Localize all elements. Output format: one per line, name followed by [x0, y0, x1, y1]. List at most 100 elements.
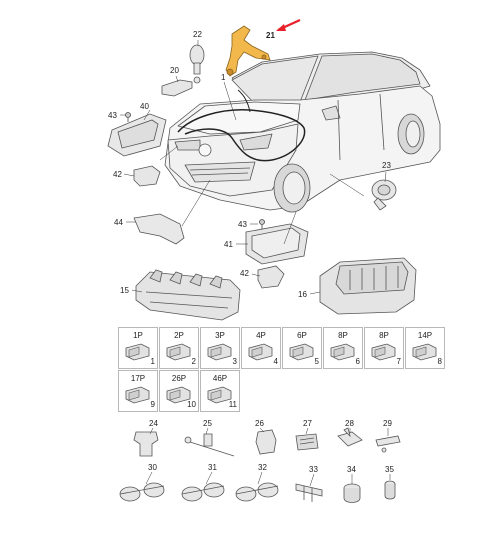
callout-labels: 1 22 21 20 40 43 42 44 43 41 42 23 15 16…	[108, 30, 394, 474]
connector-plug-icon	[207, 386, 232, 404]
callout-24: 24	[149, 419, 158, 428]
part-23-grommet	[371, 179, 397, 211]
connector-box: 26P 10	[159, 370, 199, 412]
part-28	[337, 427, 363, 447]
callout-22: 22	[193, 30, 202, 39]
connector-plug-icon	[289, 343, 314, 361]
part-30	[119, 482, 165, 502]
part-35	[384, 480, 396, 500]
callout-30: 30	[148, 463, 157, 472]
harness-loop	[177, 109, 306, 162]
connector-pin-count: 26P	[171, 374, 187, 383]
callout-33: 33	[309, 465, 318, 474]
connector-box: 2P 2	[159, 327, 199, 369]
connector-pin-count: 8P	[379, 331, 389, 340]
callout-29: 29	[383, 419, 392, 428]
connector-box: 1P 1	[118, 327, 158, 369]
connector-box: 6P 5	[282, 327, 322, 369]
connector-box: 46P 11	[200, 370, 240, 412]
callout-42-b: 42	[240, 269, 249, 278]
connector-item-number: 1	[150, 357, 155, 366]
part-22-sensor	[189, 44, 205, 84]
connector-item-number: 7	[396, 357, 401, 366]
part-31	[181, 482, 225, 502]
leader-lines	[120, 40, 391, 487]
connector-pin-count: 46P	[212, 374, 228, 383]
connector-box: 17P 9	[118, 370, 158, 412]
part-44-bracket	[133, 213, 185, 245]
callout-27: 27	[303, 419, 312, 428]
connector-pin-count: 3P	[215, 331, 225, 340]
part-27	[295, 433, 319, 451]
callout-43-a: 43	[108, 111, 117, 120]
connector-item-number: 3	[232, 357, 237, 366]
part-24	[133, 431, 159, 457]
connector-item-number: 4	[273, 357, 278, 366]
callout-28: 28	[345, 419, 354, 428]
part-26	[255, 429, 277, 455]
callout-44: 44	[114, 218, 123, 227]
connector-item-number: 2	[191, 357, 196, 366]
part-43-screw-b	[259, 219, 265, 229]
callout-32: 32	[258, 463, 267, 472]
connector-pin-count: 6P	[297, 331, 307, 340]
highlighted-part-21	[225, 25, 271, 77]
callout-43-b: 43	[238, 220, 247, 229]
connector-pin-count: 17P	[130, 374, 146, 383]
connector-box: 8P 7	[364, 327, 404, 369]
part-15-fuse-carrier	[135, 269, 241, 321]
part-42-clip-b	[257, 265, 285, 289]
callout-41: 41	[224, 240, 233, 249]
part-16-fuse-box	[319, 257, 417, 315]
part-32	[235, 482, 279, 502]
callout-15: 15	[120, 286, 129, 295]
callout-35: 35	[385, 465, 394, 474]
car-illustration	[164, 51, 441, 213]
callout-23: 23	[382, 161, 391, 170]
callout-42-a: 42	[113, 170, 122, 179]
connector-plug-icon	[125, 343, 150, 361]
connector-plug-icon	[371, 343, 396, 361]
callout-25: 25	[203, 419, 212, 428]
connector-pin-count: 8P	[338, 331, 348, 340]
connector-plug-icon	[166, 343, 191, 361]
connector-pin-count: 4P	[256, 331, 266, 340]
connector-item-number: 6	[355, 357, 360, 366]
callout-20: 20	[170, 66, 179, 75]
callout-1: 1	[221, 73, 226, 82]
part-25-cable-tie	[184, 433, 235, 457]
connector-plug-icon	[166, 386, 191, 404]
part-33	[295, 483, 323, 502]
part-43-screw-a	[125, 112, 131, 122]
connector-item-number: 11	[228, 400, 237, 409]
connector-plug-icon	[412, 343, 437, 361]
part-40-cover	[107, 113, 167, 157]
part-34	[343, 483, 361, 503]
connector-pin-count: 14P	[417, 331, 433, 340]
connector-plug-icon	[207, 343, 232, 361]
connector-item-number: 10	[187, 400, 196, 409]
part-20-bracket	[161, 79, 193, 97]
connector-box: 3P 3	[200, 327, 240, 369]
part-29	[375, 435, 401, 453]
callout-40: 40	[140, 102, 149, 111]
connector-item-number: 8	[437, 357, 442, 366]
callout-31: 31	[208, 463, 217, 472]
connector-pin-count: 1P	[133, 331, 143, 340]
connector-box: 4P 4	[241, 327, 281, 369]
connector-item-number: 5	[314, 357, 319, 366]
connector-item-number: 9	[150, 400, 155, 409]
connector-plug-icon	[330, 343, 355, 361]
part-41-control-unit	[245, 223, 309, 265]
part-42-clip-a	[133, 165, 161, 187]
callout-26: 26	[255, 419, 264, 428]
connector-box: 8P 6	[323, 327, 363, 369]
connector-pin-count: 2P	[174, 331, 184, 340]
callout-16: 16	[298, 290, 307, 299]
connector-plug-icon	[248, 343, 273, 361]
connector-plug-icon	[125, 386, 150, 404]
callout-34: 34	[347, 465, 356, 474]
connector-box: 14P 8	[405, 327, 445, 369]
callout-21: 21	[266, 31, 275, 40]
